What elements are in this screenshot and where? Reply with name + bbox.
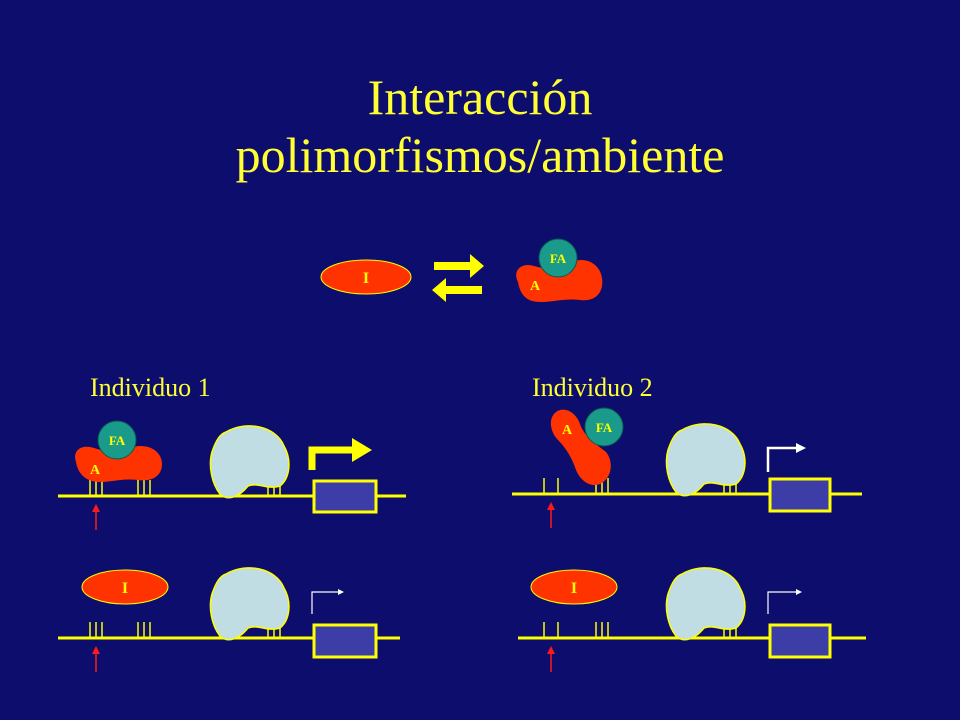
gene-box [312,479,378,514]
weak-transcription-arrowhead [796,443,806,453]
ligand [584,407,624,447]
weak-transcription-arrowhead [338,589,344,595]
inactive-receptor [81,569,169,605]
active-receptor-label: A [530,279,541,294]
ligand-label: FA [109,433,126,448]
inactive-receptor [530,569,618,605]
ligand-label: FA [596,420,613,435]
snp-arrow-icon [547,646,555,672]
equilibrium-legend: I A FA [320,238,603,302]
inactive-receptor-label: I [363,270,369,287]
active-receptor [75,445,162,482]
active-receptor-with-ligand: A FA [516,238,603,302]
individuo-1-label: Individuo 1 [90,373,211,402]
inactive-receptor-label: I [571,580,577,597]
title-line-1: Interacción [367,69,593,125]
rna-polymerase [665,423,746,497]
strong-transcription-arrow [308,446,354,470]
individuo-1-top-gene: A FA [58,420,406,530]
individuo-1-bottom-gene: I [58,567,400,672]
ligand [97,420,137,460]
strong-transcription-arrowhead [352,438,372,462]
inactive-receptor-label: I [122,580,128,597]
weak-transcription-arrowhead [796,589,802,595]
active-receptor-label: A [562,423,573,438]
snp-arrow-icon [92,646,100,672]
individuo-2-label: Individuo 2 [532,373,653,402]
individuo-2-bottom-gene: I [518,567,866,672]
gene-box [768,623,832,659]
snp-arrow-icon [547,502,555,528]
rna-polymerase [665,567,746,641]
equilibrium-arrows-icon [432,254,484,302]
weak-transcription-arrow [311,591,340,614]
rna-polymerase [209,425,290,499]
active-receptor [550,409,611,486]
title-line-2: polimorfismos/ambiente [235,127,725,183]
rna-polymerase [209,567,290,641]
gene-box [312,623,378,659]
active-receptor-label: A [90,463,101,478]
inactive-receptor: I [320,259,412,295]
ligand-label: FA [550,251,567,266]
weak-transcription-arrow [766,446,798,472]
weak-transcription-arrow [767,591,798,614]
slide-title: Interacción polimorfismos/ambiente [0,68,960,184]
individuo-2-top-gene: A FA [512,407,862,528]
gene-box [768,477,832,513]
snp-arrow-icon [92,504,100,530]
